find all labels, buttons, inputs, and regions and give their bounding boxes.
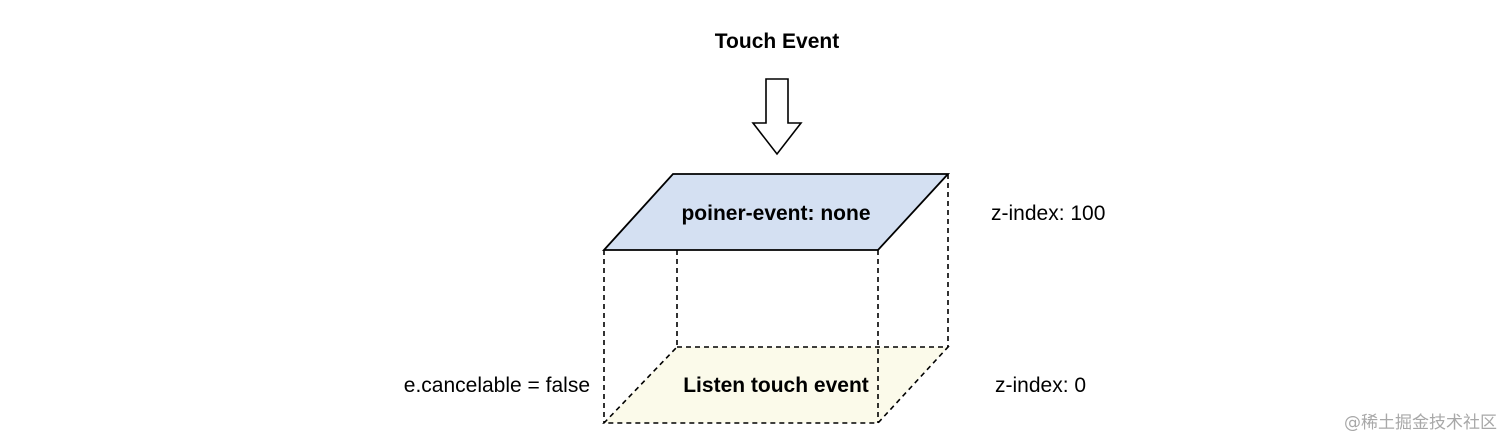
bottom-layer-label: Listen touch event <box>683 374 869 397</box>
cancelable-label: e.cancelable = false <box>404 374 590 397</box>
top-z-index-label: z-index: 100 <box>991 202 1105 225</box>
bottom-layer-outline <box>602 346 950 424</box>
bottom-z-index-label: z-index: 0 <box>995 374 1086 397</box>
diagram-title: Touch Event <box>715 30 839 53</box>
bottom-layer-plane <box>604 347 948 423</box>
watermark-text: @稀土掘金技术社区 <box>1344 413 1497 433</box>
top-layer-label: poiner-event: none <box>681 202 870 225</box>
hollow-arrow-down-icon <box>751 78 803 156</box>
top-layer-plane <box>601 173 951 251</box>
